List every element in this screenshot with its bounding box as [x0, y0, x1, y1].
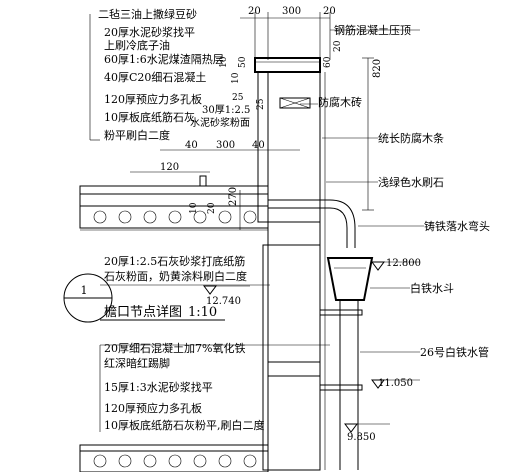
hollow-slab [79, 205, 269, 229]
note-6: 120厚预应力多孔板 [104, 92, 202, 106]
parapet-render [257, 71, 269, 223]
note-granite: 浅绿色水刷石 [378, 175, 444, 189]
note-wood-strip: 统长防腐木条 [378, 131, 444, 145]
wood-brick [279, 97, 311, 109]
svg-text:20: 20 [207, 202, 217, 214]
svg-text:10: 10 [189, 202, 199, 214]
svg-text:25: 25 [256, 98, 266, 110]
svg-text:10: 10 [231, 72, 241, 84]
dimension-texts: 20 300 20 820 60 20 50 10 10 25 25 40 30… [160, 6, 383, 214]
note-pipe: 26号白铁水管 [420, 345, 489, 359]
svg-text:20: 20 [333, 40, 343, 52]
mid-note-2: 水泥砂浆粉面 [190, 116, 250, 129]
coping-slab [254, 57, 321, 73]
elevation-11050: 11.050 [378, 378, 413, 389]
downpipe [268, 199, 374, 470]
note-8: 粉平刷白二度 [104, 128, 170, 142]
note-wood-brick: 防腐木砖 [318, 95, 362, 109]
svg-text:20: 20 [248, 6, 261, 17]
roof-slab [79, 175, 269, 231]
parapet-wall [254, 57, 326, 471]
note-4: 60厚1:6水泥煤渣隔热层 [104, 52, 224, 66]
svg-text:270: 270 [228, 187, 239, 206]
note-elbow: 铸铁落水弯头 [424, 219, 490, 233]
svg-text:300: 300 [216, 140, 235, 151]
floor-note-5: 10厚板底纸筋石灰粉平,刷白二度 [104, 418, 265, 432]
floor-slab [79, 444, 269, 472]
floor-note-1: 20厚细石混凝土加7%氧化铁 [104, 341, 245, 355]
lower-masonry [267, 244, 321, 471]
lower-note-2: 石灰粉面，奶黄涂料刷白二度 [104, 269, 247, 283]
leader-lines [89, 14, 424, 432]
dimension-lines [130, 12, 374, 230]
elevation-9850: 9.850 [347, 432, 376, 443]
drawing-scale: 1:10 [188, 305, 217, 320]
floor-note-2: 红深暗红踢脚 [104, 356, 170, 370]
note-7: 10厚板底纸筋石灰 [104, 110, 195, 124]
detail-number: 1 [81, 284, 88, 297]
svg-text:10: 10 [219, 56, 229, 68]
note-3: 上刷冷底子油 [104, 38, 170, 52]
elevations: 12.800 12.740 11.050 9.850 [206, 258, 421, 443]
svg-text:20: 20 [323, 6, 336, 17]
floor-notes: 20厚细石混凝土加7%氧化铁 红深暗红踢脚 15厚1:3水泥砂浆找平 120厚预… [104, 341, 265, 432]
floor-note-4: 120厚预应力多孔板 [104, 401, 202, 415]
ring-beam [267, 221, 321, 246]
svg-text:50: 50 [238, 56, 248, 68]
floor-beam [267, 361, 321, 377]
note-coping: 钢筋混凝土压顶 [334, 23, 411, 37]
mid-note-1: 30厚1:2.5 [202, 104, 250, 116]
svg-text:120: 120 [160, 162, 179, 173]
right-notes: 钢筋混凝土压顶 防腐木砖 统长防腐木条 浅绿色水刷石 铸铁落水弯头 白铁水斗 2… [318, 23, 490, 359]
rain-hopper [326, 257, 374, 301]
svg-text:60: 60 [323, 56, 333, 68]
svg-text:300: 300 [282, 6, 301, 17]
floor-note-3: 15厚1:3水泥砂浆找平 [104, 380, 213, 394]
lower-note-1: 20厚1:2.5石灰砂浆打底纸筋 [104, 254, 245, 268]
note-1: 二毡三油上撒绿豆砂 [98, 7, 197, 21]
elevation-12740: 12.740 [206, 296, 241, 307]
elevation-12800: 12.800 [386, 258, 421, 269]
note-5: 40厚C20细石混凝土 [104, 70, 206, 84]
svg-text:40: 40 [252, 140, 265, 151]
drawing-title: 檐口节点详图 [104, 305, 182, 320]
note-2: 20厚水泥砂浆找平 [104, 25, 195, 39]
svg-text:820: 820 [372, 59, 383, 78]
svg-text:40: 40 [185, 140, 198, 151]
elevation-markers [203, 261, 420, 433]
svg-text:25: 25 [232, 93, 244, 103]
note-hopper: 白铁水斗 [410, 281, 454, 295]
left-notes: 二毡三油上撒绿豆砂 20厚水泥砂浆找平 上刷冷底子油 60厚1:6水泥煤渣隔热层… [98, 7, 224, 142]
